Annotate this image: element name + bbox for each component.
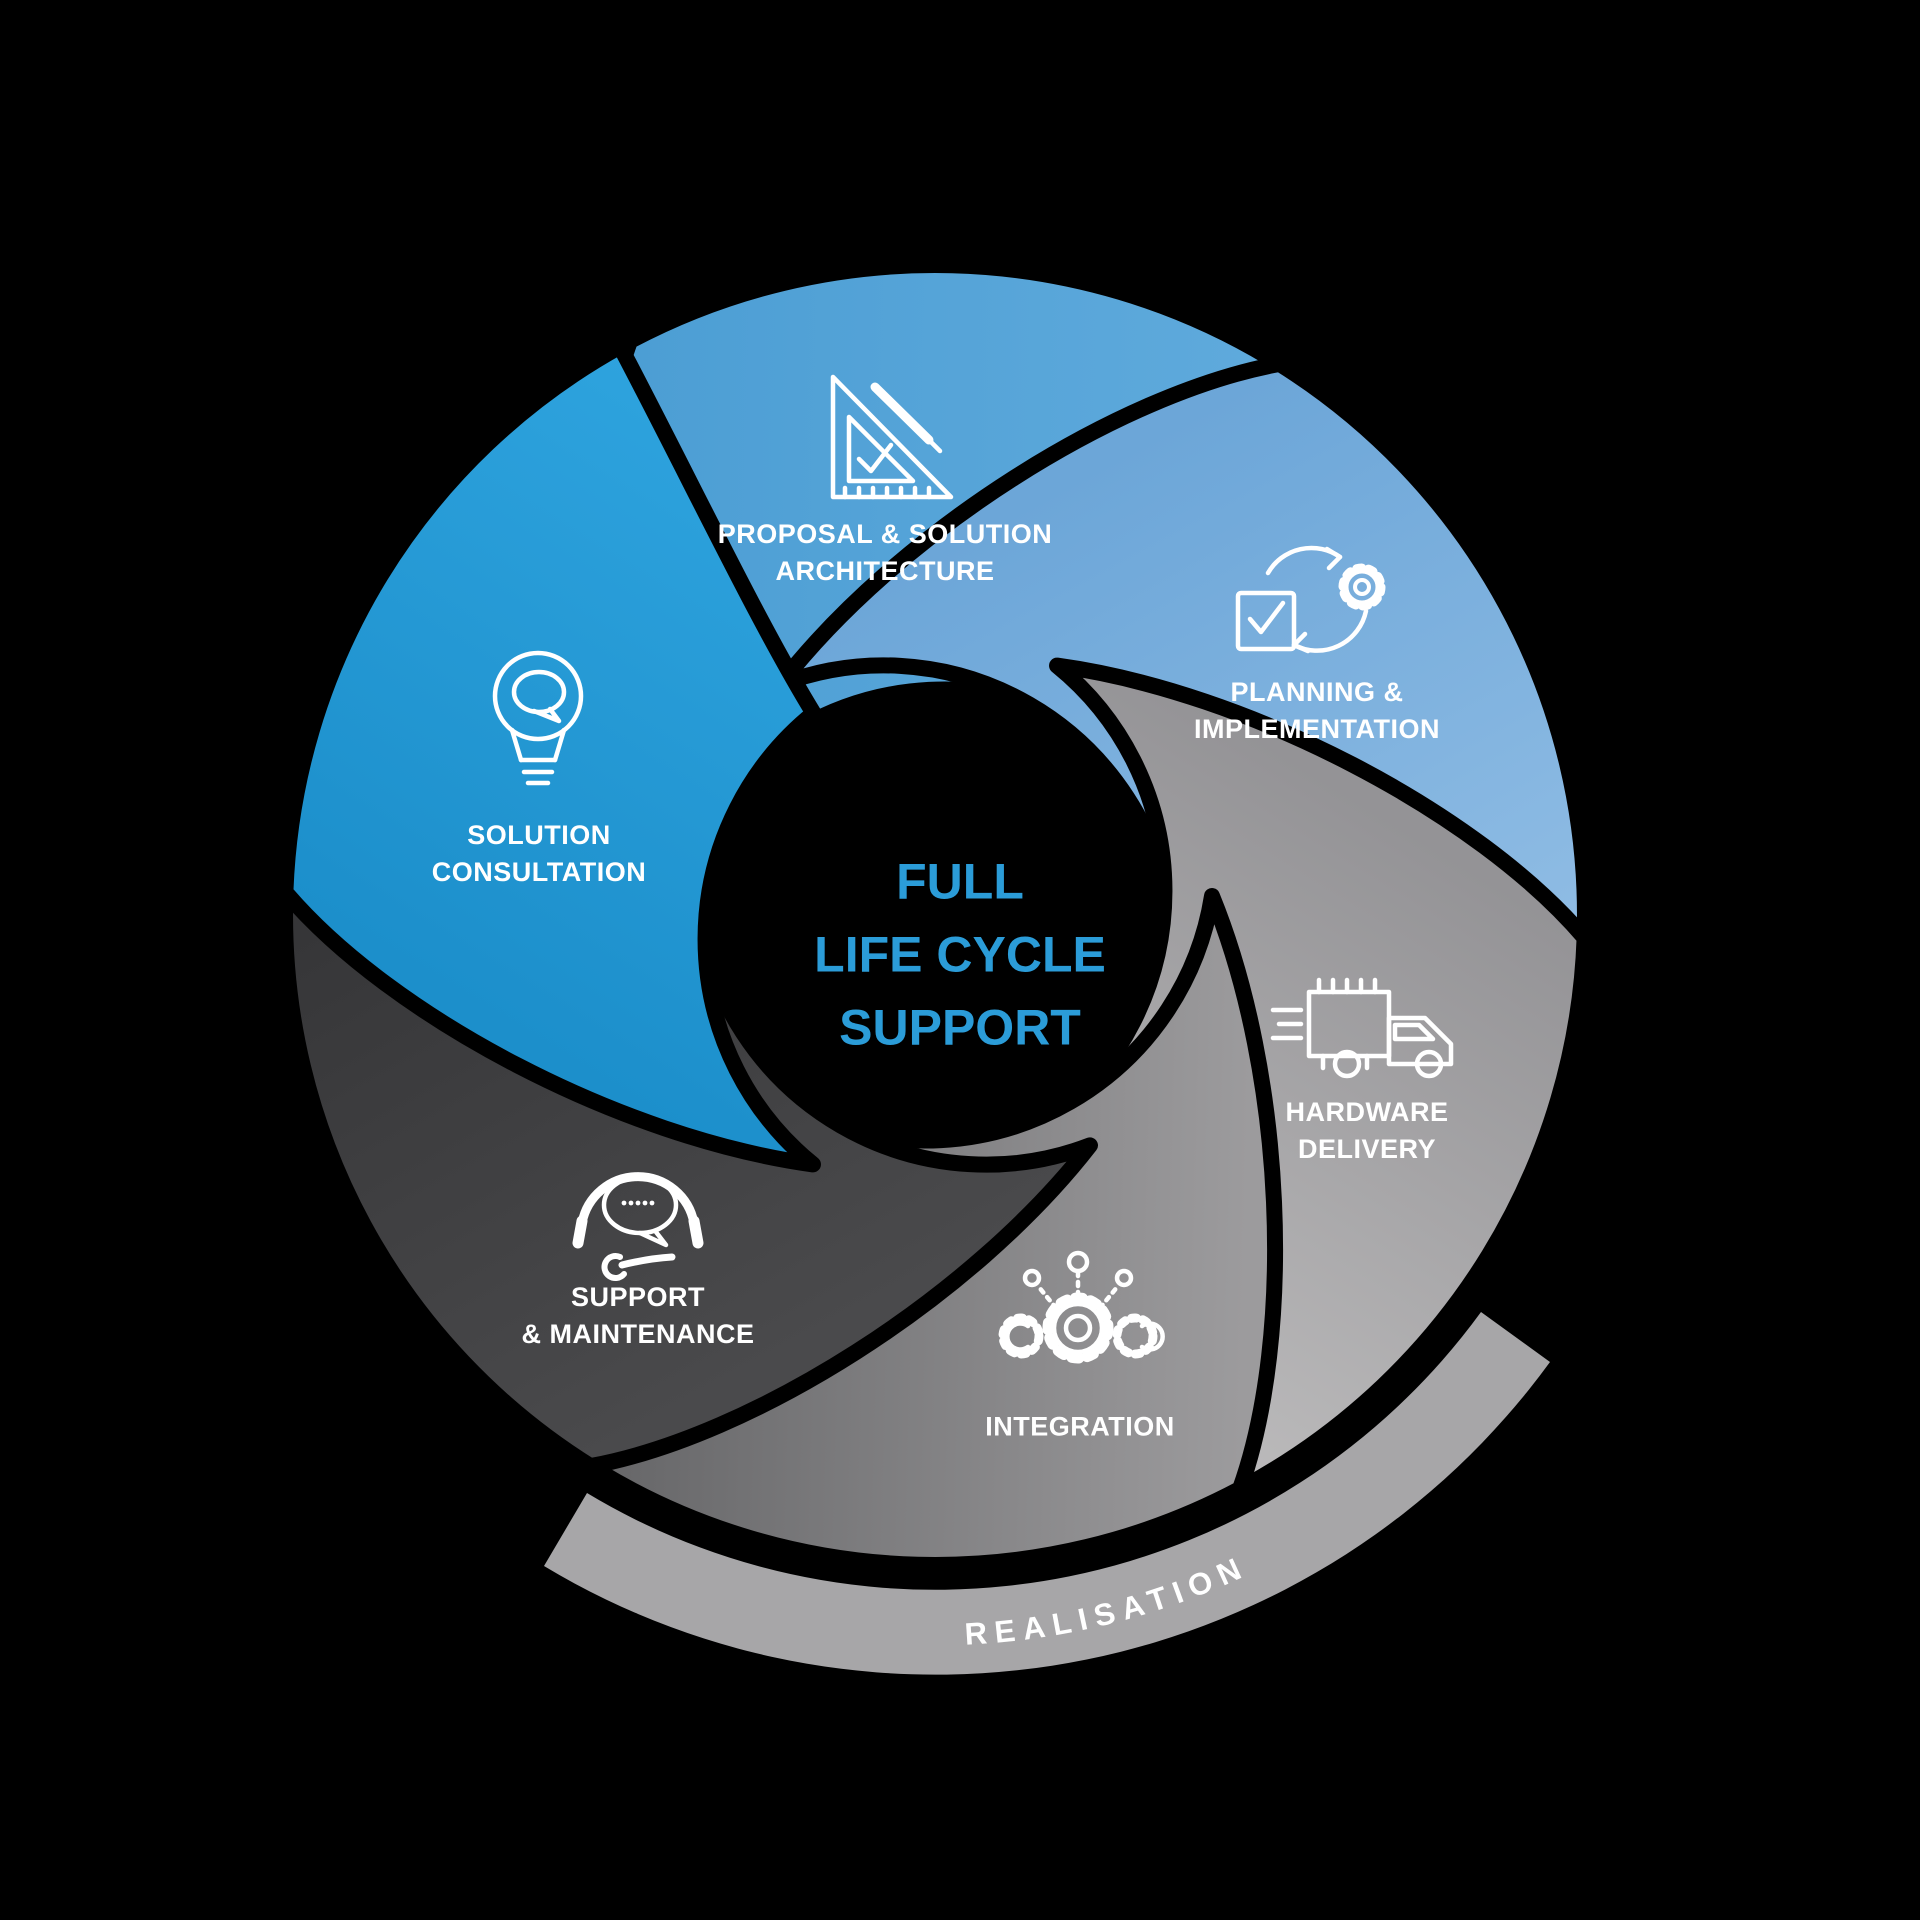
title-line: FULL (896, 853, 1024, 910)
chip-truck-icon (1270, 977, 1454, 1079)
segment-label-support-maintenance: SUPPORT & MAINTENANCE (522, 1279, 755, 1353)
title-line: SUPPORT (839, 999, 1081, 1056)
segment-label-solution-consultation: SOLUTION CONSULTATION (432, 817, 646, 891)
segment-label-planning-implementation: PLANNING & IMPLEMENTATION (1194, 674, 1440, 748)
segment-label-line: PROPOSAL & SOLUTION (717, 519, 1053, 549)
gears-network-icon (998, 1250, 1165, 1364)
segment-label-hardware-delivery: HARDWARE DELIVERY (1286, 1094, 1449, 1168)
headset-chat-wrench-icon (572, 1172, 704, 1281)
segment-label-line: DELIVERY (1297, 1134, 1437, 1164)
segment-label-line: SUPPORT (570, 1282, 706, 1312)
segment-label-proposal-solution-architecture: PROPOSAL & SOLUTION ARCHITECTURE (718, 516, 1053, 590)
realisation-band (544, 1312, 1550, 1675)
title-line: LIFE CYCLE (814, 926, 1106, 983)
segment-label-integration: INTEGRATION (985, 1409, 1175, 1446)
segment-label-line: HARDWARE (1285, 1097, 1449, 1127)
checkbox-gear-cycle-icon (1235, 545, 1386, 654)
segment-label-line: SOLUTION (467, 820, 611, 850)
lightbulb-chat-icon (492, 650, 584, 786)
set-square-pencil-icon (830, 374, 954, 500)
segment-label-line: CONSULTATION (431, 857, 647, 887)
diagram-title: FULL LIFE CYCLE SUPPORT (814, 846, 1106, 1065)
segment-label-line: PLANNING & (1230, 677, 1404, 707)
segment-label-line: ARCHITECTURE (775, 556, 995, 586)
segment-label-line: INTEGRATION (985, 1411, 1175, 1442)
segment-label-line: IMPLEMENTATION (1194, 714, 1440, 744)
segment-label-line: & MAINTENANCE (521, 1319, 755, 1349)
